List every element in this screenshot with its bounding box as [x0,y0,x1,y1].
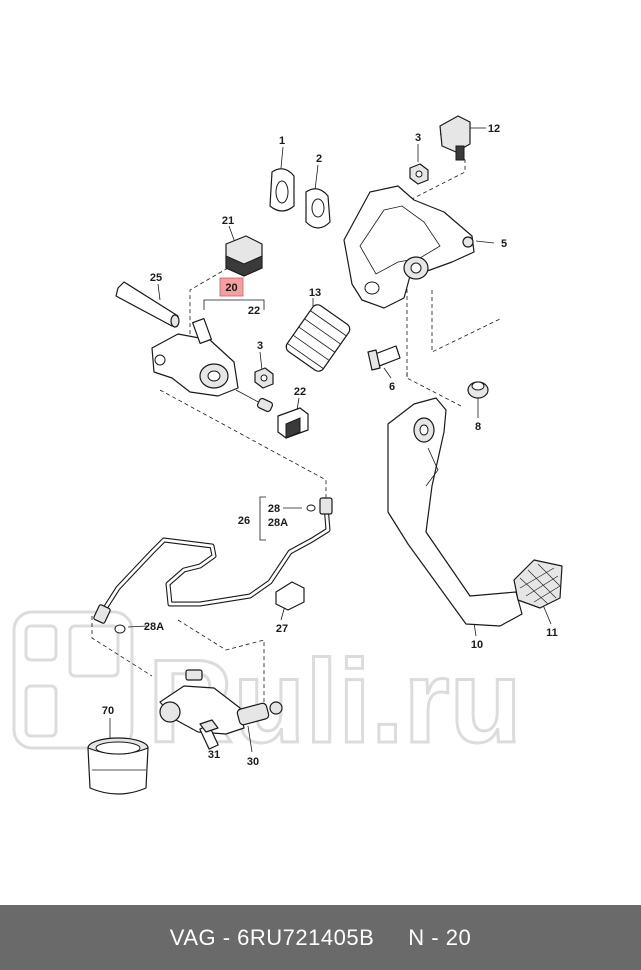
label-8: 8 [475,421,481,433]
part-25-hose [115,281,180,328]
part-13-spring [285,304,351,372]
label-28a-bottom: 28A [144,621,164,633]
label-30: 30 [247,756,259,768]
part-26-hydraulic-line [93,497,333,634]
highlight-box [219,277,244,297]
label-13: 13 [309,287,321,299]
part-2-clip [305,188,331,229]
label-25: 25 [150,272,162,284]
footer-part-number: 6RU721405B [237,924,375,950]
label-2: 2 [316,153,322,165]
part-1-clip [269,168,295,212]
watermark-logo-icon [12,610,134,750]
part-70-sleeve [87,737,149,795]
label-27: 27 [276,623,288,635]
label-12: 12 [488,123,500,135]
part-8-bushing [467,381,489,399]
label-28: 28 [268,503,280,515]
label-31: 31 [208,749,220,761]
label-28a-top: 28A [268,517,288,529]
leader-lines [91,127,552,753]
label-21: 21 [222,215,234,227]
label-10: 10 [471,639,483,651]
part-10-pedal [387,397,523,627]
highlighted-part-label: 20 [219,277,244,297]
part-27-clip [275,581,305,611]
label-20: 20 [225,282,237,294]
parts-diagram: 20 1 2 3 12 5 21 25 22 13 3 6 22 8 28 26… [87,115,563,795]
label-26: 26 [238,515,250,527]
label-6: 6 [389,381,395,393]
label-5: 5 [501,238,507,250]
part-22-clip [277,407,309,439]
footer-brand: VAG [169,924,217,950]
label-3-mid: 3 [257,340,263,352]
footer-bar: VAG - 6RU721405B N - 20 [0,905,641,970]
part-30-slave-cylinder [159,669,283,735]
part-21-switch [225,235,263,277]
label-1: 1 [279,135,285,147]
part-3-nut-top [409,163,429,185]
part-labels: 1 2 3 12 5 21 25 22 13 3 6 22 8 28 26 28… [102,123,558,768]
master-cylinder [151,318,274,413]
part-12-sensor [439,115,471,161]
part-3-nut-mid [254,367,274,389]
part-5-bracket [343,185,475,309]
label-22-mid: 22 [294,386,306,398]
label-22-top: 22 [248,305,260,317]
part-6-bolt [367,345,401,371]
label-11: 11 [546,627,558,639]
part-31-bolt [199,719,219,750]
part-11-pedal-pad [513,559,563,609]
label-70: 70 [102,705,114,717]
footer-position: N - 20 [408,924,472,950]
label-3-top: 3 [415,132,421,144]
